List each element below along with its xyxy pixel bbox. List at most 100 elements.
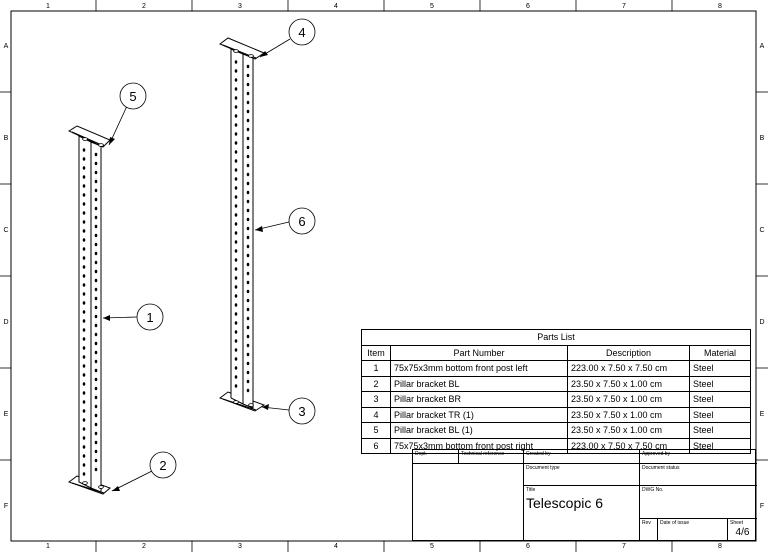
perforation-hole	[94, 341, 98, 346]
description-cell: 23.50 x 7.50 x 1.00 cm	[567, 391, 690, 408]
perforation-hole	[246, 316, 250, 321]
item-cell: 1	[361, 360, 391, 377]
title-block: Dept. Technical reference Created by App…	[412, 449, 757, 541]
perforation-hole	[82, 247, 86, 251]
item-cell: 6	[361, 437, 391, 454]
perforation-hole	[234, 267, 238, 271]
sheet-cell: Sheet 4/6	[728, 519, 757, 541]
perforation-hole	[234, 357, 238, 361]
material-cell: Steel	[689, 391, 751, 408]
perforation-hole	[246, 307, 250, 312]
perforation-hole	[234, 348, 238, 352]
created-by-cell: Created by	[524, 450, 640, 464]
row-label-C: C	[759, 227, 764, 234]
column-label-7: 7	[622, 543, 626, 550]
perforation-hole	[94, 251, 98, 256]
perforation-hole	[234, 78, 238, 82]
perforation-hole	[94, 431, 98, 436]
perforation-hole	[246, 298, 250, 303]
perforation-hole	[246, 64, 250, 69]
perforation-hole	[94, 197, 98, 202]
perforation-hole	[94, 440, 98, 445]
title-label: Title	[526, 487, 536, 493]
bracket-bolt-hole	[233, 49, 239, 53]
description-cell: 23.50 x 7.50 x 1.00 cm	[567, 375, 690, 392]
doc-type-cell: Document type	[524, 464, 640, 486]
perforation-hole	[82, 373, 86, 377]
perforation-hole	[234, 258, 238, 262]
row-label-E: E	[760, 411, 765, 418]
callout-4: 4	[259, 18, 316, 58]
post-left-body	[78, 135, 102, 493]
callout-5-label: 5	[129, 89, 136, 104]
column-label-3: 3	[238, 3, 242, 10]
perforation-hole	[82, 355, 86, 359]
header-part-number: Part Number	[390, 344, 568, 361]
dwg-no-label: DWG No.	[642, 487, 664, 493]
perforation-hole	[82, 175, 86, 179]
perforation-hole	[234, 114, 238, 118]
column-label-8: 8	[718, 543, 722, 550]
perforation-hole	[234, 339, 238, 343]
perforation-hole	[82, 418, 86, 422]
perforation-hole	[246, 163, 250, 168]
perforation-hole	[234, 141, 238, 145]
perforation-hole	[94, 260, 98, 265]
perforation-hole	[234, 123, 238, 127]
perforation-hole	[234, 285, 238, 289]
perforation-hole	[94, 368, 98, 373]
row-label-B: B	[760, 135, 765, 142]
perforation-hole	[82, 382, 86, 386]
callout-5: 5	[108, 82, 147, 146]
perforation-hole	[246, 208, 250, 213]
perforation-hole	[94, 179, 98, 184]
doc-type-label: Document type	[526, 465, 560, 471]
column-label-8: 8	[718, 3, 722, 10]
post-left	[67, 125, 111, 495]
post-right	[218, 37, 266, 412]
perforation-hole	[94, 206, 98, 211]
description-cell: 223.00 x 7.50 x 7.50 cm	[567, 360, 690, 377]
bracket-bolt-hole	[82, 481, 88, 485]
header-description: Description	[567, 344, 690, 361]
part-number-cell: Pillar bracket BL (1)	[390, 422, 568, 439]
row-label-A: A	[760, 43, 765, 50]
perforation-hole	[82, 301, 86, 305]
callout-6: 6	[254, 207, 316, 235]
perforation-hole	[234, 375, 238, 379]
bracket-bolt-hole	[248, 403, 254, 407]
row-label-D: D	[3, 319, 8, 326]
item-cell: 3	[361, 391, 391, 408]
perforation-hole	[246, 253, 250, 258]
part-number-cell: 75x75x3mm bottom front post left	[390, 360, 568, 377]
column-label-5: 5	[430, 543, 434, 550]
perforation-hole	[246, 217, 250, 222]
perforation-hole	[246, 352, 250, 357]
perforation-hole	[234, 177, 238, 181]
perforation-hole	[94, 287, 98, 292]
column-label-5: 5	[430, 3, 434, 10]
perforation-hole	[94, 215, 98, 220]
perforation-hole	[94, 233, 98, 238]
perforation-hole	[234, 186, 238, 190]
callout-3-label: 3	[298, 404, 305, 419]
rev-cell: Rev	[640, 519, 658, 541]
perforation-hole	[246, 244, 250, 249]
drawing-title: Telescopic 6	[526, 495, 604, 511]
post-right-body	[230, 48, 254, 409]
perforation-hole	[246, 388, 250, 393]
created-by-label: Created by	[526, 451, 551, 457]
dwg-no-cell: DWG No.	[640, 486, 757, 519]
description-cell: 23.50 x 7.50 x 1.00 cm	[567, 422, 690, 439]
perforation-hole	[234, 240, 238, 244]
perforation-hole	[82, 148, 86, 152]
callout-2-label: 2	[159, 458, 166, 473]
perforation-hole	[246, 91, 250, 96]
perforation-hole	[234, 222, 238, 226]
parts-list-title: Parts List	[361, 329, 751, 346]
item-cell: 5	[361, 422, 391, 439]
